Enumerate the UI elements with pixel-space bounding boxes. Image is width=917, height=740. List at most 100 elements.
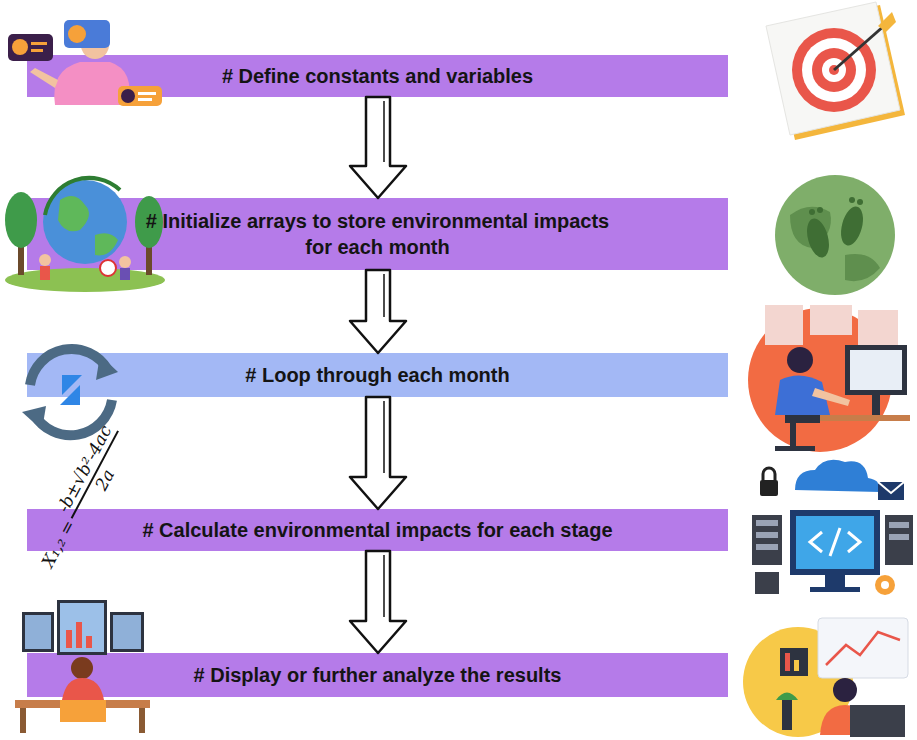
chat-person-illustration-part — [30, 68, 58, 88]
block-arrow — [350, 551, 406, 653]
arrow-shade — [383, 555, 385, 617]
target-illustration — [766, 2, 905, 140]
chart-person-illustration-part — [826, 632, 900, 665]
band-text: # Initialize arrays to store environment… — [143, 208, 613, 260]
sync-icon-part — [96, 355, 118, 380]
analyst-illustration-part — [62, 678, 104, 700]
developer-illustration-part — [790, 423, 796, 450]
chart-person-illustration-part — [833, 678, 857, 702]
analyst-illustration-part — [20, 708, 26, 733]
process-band: # Display or further analyze the results — [27, 653, 728, 697]
developer-illustration-part — [775, 446, 815, 451]
server-network-illustration-part — [875, 575, 895, 595]
chat-person-illustration-part — [68, 25, 86, 43]
earth-community-illustration-part — [39, 254, 51, 266]
developer-illustration-part — [765, 305, 803, 345]
band-ground — [27, 509, 728, 551]
chat-person-illustration-part — [121, 89, 135, 103]
chat-person-illustration-part — [64, 20, 110, 48]
process-band: # Define constants and variables — [27, 55, 728, 97]
earth-community-illustration-part — [100, 260, 116, 276]
chart-person-illustration-part — [818, 618, 908, 678]
server-network-illustration-part — [755, 572, 779, 594]
chat-person-illustration-part — [138, 98, 152, 101]
developer-illustration-part — [850, 350, 902, 390]
server-network-illustration-part — [752, 515, 782, 565]
footprint-globe-illustration-part — [803, 216, 833, 260]
formula-group: X₁,₂ =-b±√b²-4ac2a — [27, 423, 135, 576]
server-network-illustration-part — [756, 520, 778, 526]
server-network-illustration-part — [760, 480, 778, 496]
band-ground — [27, 353, 728, 397]
band-text: # Calculate environmental impacts for ea… — [142, 517, 612, 543]
band-text: # Display or further analyze the results — [194, 662, 562, 688]
earth-community-illustration-part — [45, 178, 120, 215]
earth-community-illustration-part — [40, 266, 50, 280]
chart-person-illustration-part — [850, 705, 905, 737]
developer-illustration-part — [820, 415, 910, 421]
developer-illustration-part — [812, 388, 850, 406]
target-illustration-part — [766, 2, 900, 135]
chat-person-illustration-part — [8, 34, 53, 61]
earth-community-illustration-part — [5, 192, 37, 248]
developer-illustration-part — [872, 395, 880, 415]
footprint-globe-illustration-part — [809, 209, 815, 215]
band-text: # Loop through each month — [245, 362, 509, 388]
earth-community-illustration-part — [119, 256, 131, 268]
footprint-globe-illustration-part — [817, 207, 823, 213]
server-network-illustration-part — [889, 522, 909, 528]
analyst-illustration-part — [139, 708, 145, 733]
footprint-globe-illustration-part — [837, 204, 867, 248]
analyst-illustration-part — [71, 657, 93, 679]
analyst-illustration-part — [60, 700, 106, 722]
developer-illustration-part — [785, 415, 820, 423]
footprint-globe-illustration-part — [857, 199, 863, 205]
server-network-illustration-part — [796, 516, 874, 569]
sync-icon-part — [22, 406, 46, 430]
developer-illustration-part — [810, 305, 852, 335]
chat-person-illustration — [8, 20, 162, 106]
earth-community-illustration-part — [5, 268, 165, 292]
analyst-illustration-part — [113, 615, 141, 649]
earth-community-illustration-part — [58, 196, 89, 231]
server-network-illustration — [752, 460, 913, 595]
server-network-illustration-part — [795, 460, 880, 492]
developer-illustration-part — [845, 345, 907, 395]
process-band: # Initialize arrays to store environment… — [27, 198, 728, 270]
chat-person-illustration-part — [31, 42, 47, 45]
band-ground — [27, 653, 728, 697]
server-network-illustration-part — [885, 515, 913, 565]
analyst-illustration-part — [86, 636, 92, 648]
analyst-illustration-part — [76, 622, 82, 648]
analyst-illustration — [15, 600, 150, 733]
chat-person-illustration-part — [31, 49, 43, 52]
server-network-illustration-part — [825, 575, 845, 587]
footprint-globe-illustration-part — [775, 175, 895, 295]
analyst-illustration-part — [110, 612, 144, 652]
arrow-shade — [383, 274, 385, 317]
server-network-illustration-part — [878, 482, 904, 500]
chat-person-illustration-part — [12, 39, 28, 55]
developer-illustration-part — [787, 347, 813, 373]
server-network-illustration-part — [878, 482, 904, 493]
process-band: # Calculate environmental impacts for ea… — [27, 509, 728, 551]
server-network-illustration-part — [881, 581, 889, 589]
block-arrow — [350, 397, 406, 509]
server-network-illustration-part — [790, 510, 880, 575]
footprint-globe-illustration — [775, 175, 895, 295]
analyst-illustration-part — [25, 615, 51, 649]
earth-community-illustration — [5, 178, 165, 292]
chart-person-illustration-part — [794, 660, 799, 671]
block-arrow — [350, 270, 406, 353]
target-illustration-part — [834, 25, 885, 70]
server-network-illustration-part — [810, 528, 860, 556]
server-network-illustration-part — [889, 534, 909, 540]
analyst-illustration-part — [22, 612, 54, 652]
earth-community-illustration-part — [95, 233, 118, 255]
formula-text: X₁,₂ = — [37, 516, 79, 570]
block-arrow — [350, 97, 406, 198]
analyst-illustration-part — [60, 603, 104, 652]
analyst-illustration-part — [57, 600, 107, 655]
analyst-illustration-part — [66, 630, 72, 648]
developer-illustration-part — [858, 310, 898, 345]
